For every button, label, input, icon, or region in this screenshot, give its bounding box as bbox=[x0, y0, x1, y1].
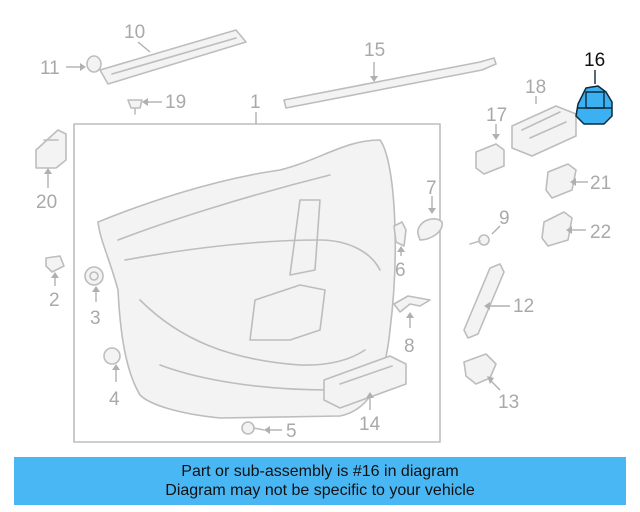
part-6-clip-bracket bbox=[393, 221, 407, 247]
part-22-switch bbox=[541, 211, 573, 247]
parts-diagram: 1 10 11 19 15 20 2 3 bbox=[35, 22, 613, 443]
part-20-bracket bbox=[35, 129, 67, 169]
callout-3: 3 bbox=[90, 308, 101, 329]
part-16-highlighted-switch bbox=[575, 85, 613, 125]
part-12-pillar-trim bbox=[463, 263, 505, 339]
callout-10: 10 bbox=[124, 22, 145, 43]
part-19-push-clip bbox=[127, 99, 143, 115]
part-9-screw bbox=[469, 234, 490, 246]
callout-11: 11 bbox=[40, 58, 60, 79]
callout-16: 16 bbox=[584, 50, 605, 71]
part-14-switch-bezel bbox=[323, 355, 407, 409]
callout-15: 15 bbox=[364, 40, 385, 61]
callout-8: 8 bbox=[404, 336, 415, 357]
part-7-handle-cover bbox=[417, 218, 443, 241]
callout-14: 14 bbox=[359, 414, 381, 435]
leader-10 bbox=[137, 41, 151, 53]
info-banner: Part or sub-assembly is #16 in diagram D… bbox=[14, 457, 626, 505]
banner-line-1: Part or sub-assembly is #16 in diagram bbox=[181, 463, 459, 480]
callout-1: 1 bbox=[250, 92, 261, 113]
part-1-door-trim-panel bbox=[73, 123, 441, 443]
part-3-grommet bbox=[84, 266, 104, 286]
part-18-window-switch bbox=[511, 105, 577, 157]
callout-6: 6 bbox=[395, 260, 406, 281]
callout-13: 13 bbox=[498, 392, 519, 413]
callout-21: 21 bbox=[590, 173, 611, 194]
callout-19: 19 bbox=[165, 92, 186, 113]
callout-2: 2 bbox=[49, 290, 60, 311]
part-17-switch bbox=[475, 143, 505, 175]
part-15-belt-molding bbox=[283, 57, 497, 109]
part-10-trim-strip bbox=[99, 29, 247, 85]
callout-18: 18 bbox=[525, 77, 546, 98]
callout-20: 20 bbox=[36, 192, 57, 213]
part-8-strip bbox=[393, 295, 431, 313]
callout-9: 9 bbox=[499, 208, 510, 229]
callout-22: 22 bbox=[590, 222, 611, 243]
part-4-clip bbox=[103, 347, 121, 365]
leader-13 bbox=[489, 379, 501, 391]
callout-5: 5 bbox=[286, 421, 297, 442]
part-21-switch bbox=[545, 163, 577, 199]
leader-9 bbox=[491, 225, 501, 235]
part-2-clip bbox=[45, 255, 65, 273]
callout-4: 4 bbox=[109, 389, 120, 410]
callout-17: 17 bbox=[486, 105, 507, 126]
callout-12: 12 bbox=[513, 296, 534, 317]
callout-7: 7 bbox=[426, 178, 437, 199]
banner-line-2: Diagram may not be specific to your vehi… bbox=[165, 482, 475, 499]
part-5-screw bbox=[241, 421, 265, 435]
part-11-clip bbox=[86, 55, 102, 73]
